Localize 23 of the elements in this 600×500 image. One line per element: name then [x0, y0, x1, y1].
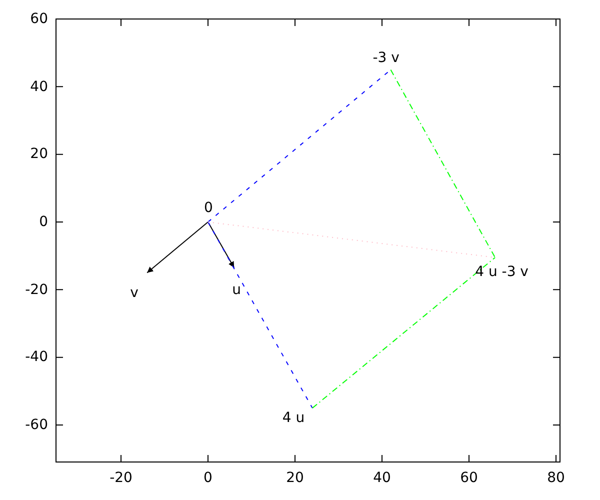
- axis-tick-label: 40: [30, 78, 48, 95]
- point-label: 4 u: [282, 410, 305, 426]
- axis-tick-label: 60: [460, 470, 478, 486]
- axis-tick-label: 60: [30, 11, 48, 28]
- axis-tick-label: 20: [30, 146, 48, 162]
- axis-tick-label: 40: [373, 470, 391, 486]
- axis-tick-label: 0: [39, 214, 48, 230]
- point-label: u: [232, 282, 241, 298]
- point-label: -3 v: [372, 50, 400, 66]
- point-label: v: [130, 284, 138, 301]
- axis-tick-label: 20: [286, 470, 304, 486]
- axis-tick-label: -20: [25, 282, 48, 298]
- arrow: [146, 222, 208, 274]
- line: [208, 222, 313, 409]
- line: [312, 257, 496, 409]
- point-label: 0: [204, 200, 213, 216]
- axis-tick-label: -20: [110, 470, 132, 486]
- axis-tick-label: 0: [204, 470, 212, 486]
- line: [390, 69, 496, 258]
- axis-tick-label: -40: [25, 349, 48, 366]
- axis-tick-label: -60: [25, 416, 48, 433]
- point-label: 4 u -3 v: [475, 264, 528, 280]
- axis-tick-label: 80: [547, 470, 565, 486]
